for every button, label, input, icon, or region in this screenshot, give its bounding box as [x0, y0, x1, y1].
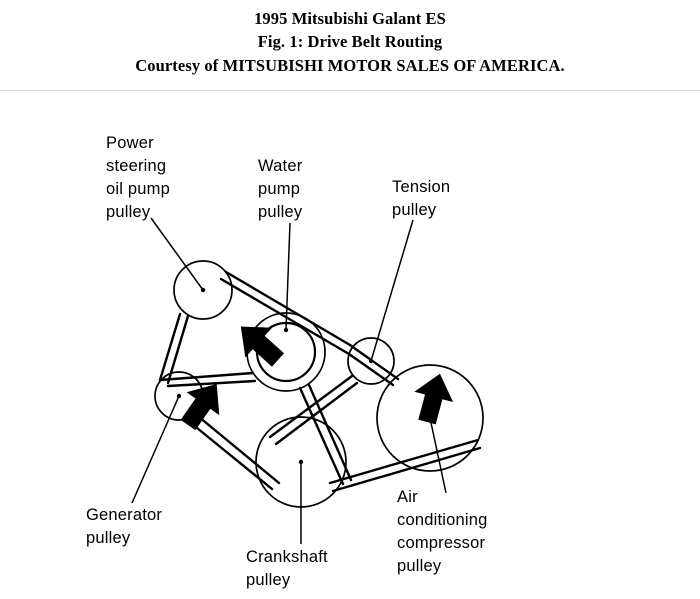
belt-direction-arrow-left: [180, 384, 220, 431]
leader-ac-compressor: [429, 417, 447, 494]
leader-power-steering: [150, 217, 204, 291]
ac-compressor-pulley: [376, 364, 484, 472]
belt-segment-tension-to-ac-b: [347, 352, 395, 387]
label-crankshaft-pulley: Crankshaft pulley: [246, 548, 333, 589]
belt-segment-crankshaft-to-ac: [328, 438, 480, 485]
label-tension-pulley: Tension pulley: [392, 178, 455, 219]
belt-segment-waterpump-to-crankshaft: [298, 386, 345, 486]
figure-caption: Fig. 1: Drive Belt Routing: [257, 32, 443, 51]
belt-direction-arrow-right: [414, 373, 454, 425]
label-generator-pulley: Generator pulley: [86, 506, 167, 547]
belt-segment-waterpump-to-generator: [158, 371, 255, 382]
diagram-canvas: Power steering oil pump pulley Water pum…: [86, 134, 492, 589]
label-water-pump-pulley: Water pump pulley: [258, 157, 307, 221]
leader-water-pump: [285, 222, 291, 331]
leader-tension: [370, 219, 414, 362]
belt-segment-crankshaft-to-ac-b: [331, 446, 482, 493]
belt-segment-ps-to-tension: [224, 270, 352, 347]
diagram-labels: Power steering oil pump pulley Water pum…: [86, 134, 492, 589]
belt-segment-waterpump-to-crankshaft-b: [307, 383, 353, 482]
belt-segment-ps-to-generator-b: [166, 314, 190, 385]
belt-segment-ps-to-tension-b: [219, 277, 351, 356]
header-divider: [0, 90, 700, 91]
belt-segment-ps-to-generator: [158, 312, 182, 382]
vehicle-title: 1995 Mitsubishi Galant ES: [254, 9, 446, 28]
courtesy-credit: Courtesy of MITSUBISHI MOTOR SALES OF AM…: [135, 56, 565, 75]
label-power-steering-pulley: Power steering oil pump pulley: [106, 134, 175, 221]
belt-segment-tension-to-crankshaft: [268, 374, 354, 439]
belt-segment-generator-to-crankshaft-b: [191, 410, 281, 485]
belt-direction-arrow-top: [240, 326, 285, 367]
power-steering-oil-pump-pulley: [173, 260, 233, 320]
label-ac-compressor-pulley: Air conditioning compressor pulley: [397, 488, 492, 575]
figure-header: 1995 Mitsubishi Galant ES Fig. 1: Drive …: [0, 0, 700, 88]
leader-generator: [131, 395, 180, 504]
belt-segment-tension-to-crankshaft-b: [274, 381, 359, 446]
belt-segment-waterpump-to-generator-b: [166, 379, 257, 388]
drive-belt-routing-diagram: Power steering oil pump pulley Water pum…: [0, 92, 700, 599]
belt-segment-generator-to-crankshaft: [184, 417, 274, 491]
drive-belt: [158, 270, 482, 493]
tension-pulley: [347, 337, 395, 385]
leader-lines: [131, 217, 447, 544]
belt-direction-arrows: [180, 326, 454, 431]
